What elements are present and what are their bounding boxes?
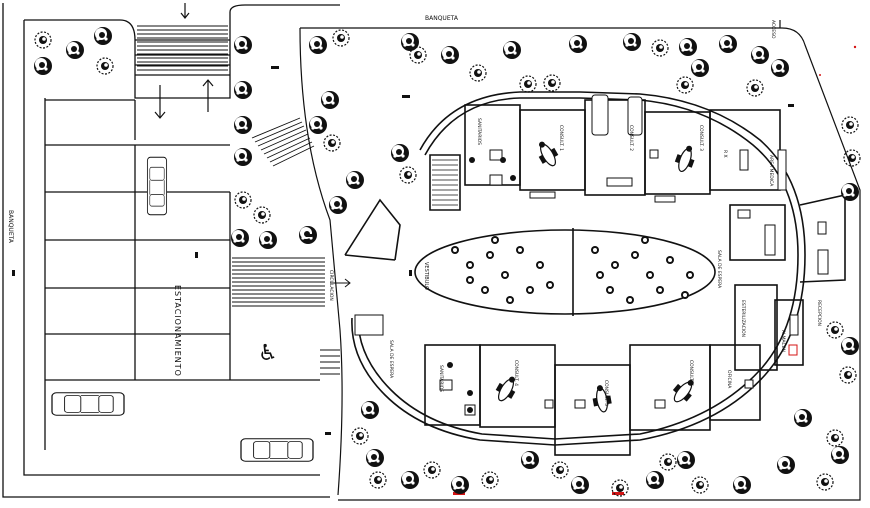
toilet-icon [447, 157, 516, 413]
pedestrian-crossing [232, 257, 340, 375]
car-icon [240, 438, 314, 462]
dental-chair-icon [589, 383, 614, 414]
traffic-arrow-up [202, 79, 214, 112]
accessible-icon: ♿ [258, 341, 278, 366]
label-consultorio-6: CONSULT. 6 [688, 360, 694, 386]
room-labels: CONSULT. 1 CONSULT. 2 CONSULT. 3 CONSULT… [328, 20, 822, 406]
label-area-medica: AREA MEDICA [768, 155, 774, 187]
entrance-arrow [330, 278, 351, 288]
label-circulacion: CIRCULACION [328, 270, 334, 301]
stairs-icon [432, 159, 458, 206]
dental-chair-icon [671, 142, 700, 175]
label-recepcion: RECEPCION [816, 300, 822, 326]
traffic-arrow-down [154, 85, 166, 119]
label-sanitarios-top: SANITARIOS [476, 118, 482, 145]
label-oficina: OFICINA [726, 370, 732, 389]
car-icon [146, 156, 168, 216]
stairs-icon [137, 25, 228, 71]
label-esterilizacion: ESTERILIZACION [740, 300, 746, 337]
car-icon [51, 392, 125, 416]
label-consultorio-5: CONSULT. 5 [603, 380, 609, 406]
label-sala-espera-left: SALA DE ESPERA [388, 340, 394, 379]
parking-label: ESTACIONAMIENTO [173, 285, 182, 377]
parking-lot [2, 3, 340, 498]
sidewalk-label-side: BANQUETA [7, 210, 14, 244]
label-consultorio-4: CONSULT. 4 [513, 360, 519, 386]
sidewalk-label-top: BANQUETA [425, 15, 459, 22]
label-sanitarios-bottom: SANITARIOS [438, 365, 444, 392]
label-consultorio-3: CONSULT. 3 [698, 125, 704, 151]
traffic-arrow-top [180, 3, 190, 19]
label-entrada: ACCESO [770, 20, 776, 39]
label-vestibulo: VESTIBULO [423, 262, 429, 290]
label-sala-espera-right: SALA DE ESPERA [716, 250, 722, 289]
dental-chair-icon [667, 374, 701, 408]
level-markers [12, 66, 794, 435]
dental-chair-icon [532, 136, 563, 171]
furniture [354, 94, 829, 416]
label-consultorio-1: CONSULT. 1 [558, 125, 564, 151]
site-boundary [299, 20, 861, 501]
label-almacen: ALMACEN [780, 330, 786, 352]
label-rx: R X [722, 150, 728, 158]
stairs-icon [251, 117, 315, 167]
label-consultorio-2: CONSULT. 2 [628, 125, 634, 151]
